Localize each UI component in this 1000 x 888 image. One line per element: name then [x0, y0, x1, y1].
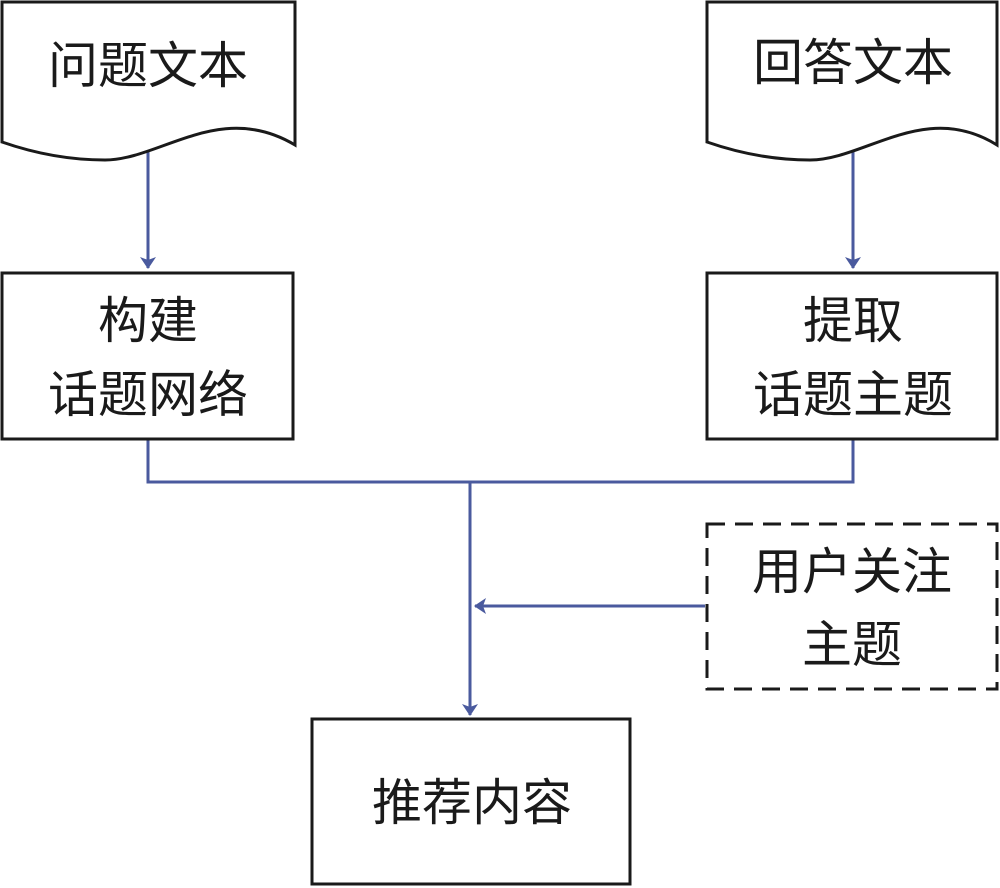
- node-recommended-content: 推荐内容: [310, 717, 632, 886]
- document-shape: [0, 0, 297, 162]
- node-question-text: 问题文本: [0, 0, 297, 162]
- connectors: [140, 148, 861, 716]
- extract-topic-theme-line2: 话题主题: [753, 366, 953, 424]
- merge-connector: [146, 440, 855, 484]
- build-topic-network-line1: 构建: [98, 292, 198, 350]
- user-followed-topics-line1: 用户关注: [752, 543, 952, 601]
- user-followed-topics-line2: 主题: [802, 616, 902, 674]
- process-box: [705, 271, 999, 441]
- document-shape: [705, 0, 999, 162]
- answer-text-label: 回答文本: [753, 34, 953, 92]
- process-box: [0, 271, 295, 441]
- node-extract-topic-theme: 提取 话题主题: [705, 271, 999, 441]
- extract-topic-theme-line1: 提取: [803, 292, 903, 350]
- question-text-label: 问题文本: [48, 37, 248, 95]
- process-box: [310, 717, 632, 886]
- build-topic-network-line2: 话题网络: [48, 366, 248, 424]
- dashed-box: [705, 522, 999, 691]
- node-user-followed-topics: 用户关注 主题: [705, 522, 999, 691]
- node-answer-text: 回答文本: [705, 0, 999, 162]
- node-build-topic-network: 构建 话题网络: [0, 271, 295, 441]
- recommended-content-label: 推荐内容: [372, 774, 572, 832]
